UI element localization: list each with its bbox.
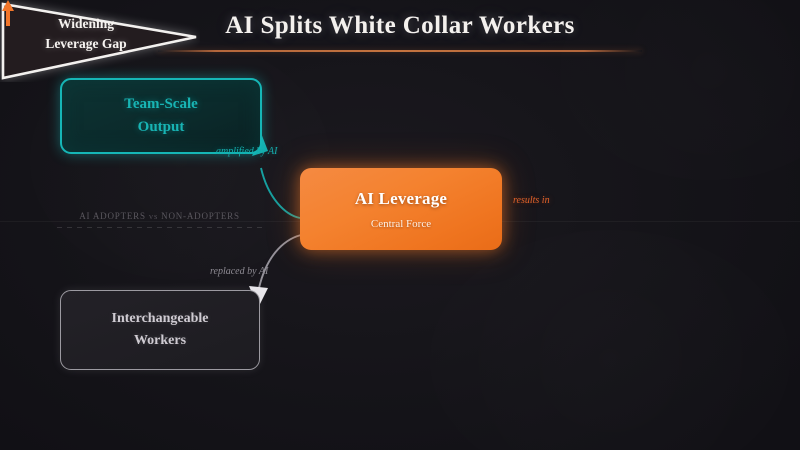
title-block: AI Splits White Collar Workers (0, 12, 800, 52)
node-interchangeable-workers-line1: Interchangeable (111, 310, 209, 326)
node-ai-leverage-label: AI Leverage (354, 188, 448, 208)
node-interchangeable-workers[interactable]: Interchangeable Workers (60, 290, 260, 370)
node-team-scale-output-line2: Output (137, 119, 185, 135)
section-divider-label: AI ADOPTERS vs NON-ADOPTERS (79, 211, 240, 221)
node-widening-leverage-gap-line1: Widening (57, 16, 115, 31)
node-ai-leverage[interactable]: AI Leverage Central Force (300, 168, 502, 250)
node-widening-leverage-gap-label: Widening Leverage Gap (22, 14, 150, 53)
node-ai-leverage-subtitle: Central Force (370, 217, 432, 230)
up-arrow-icon (2, 0, 14, 26)
node-team-scale-output[interactable]: Team-Scale Output (60, 78, 262, 154)
node-widening-leverage-gap-line2: Leverage Gap (45, 35, 127, 51)
node-team-scale-output-line1: Team-Scale (124, 95, 198, 112)
edge-label-results-in: results in (513, 195, 550, 206)
node-interchangeable-workers-line2: Workers (133, 333, 187, 348)
section-divider-dashes (57, 227, 262, 228)
title-underline (158, 50, 642, 52)
node-widening-leverage-gap[interactable]: Widening Leverage Gap (0, 0, 200, 82)
edge-label-replaced-by-ai: replaced by AI (210, 266, 269, 277)
background-texture (430, 230, 790, 450)
page-title: AI Splits White Collar Workers (225, 12, 575, 39)
edge-label-amplified-by-ai: amplified by AI (216, 146, 278, 157)
triangle-shape (1, 2, 197, 80)
